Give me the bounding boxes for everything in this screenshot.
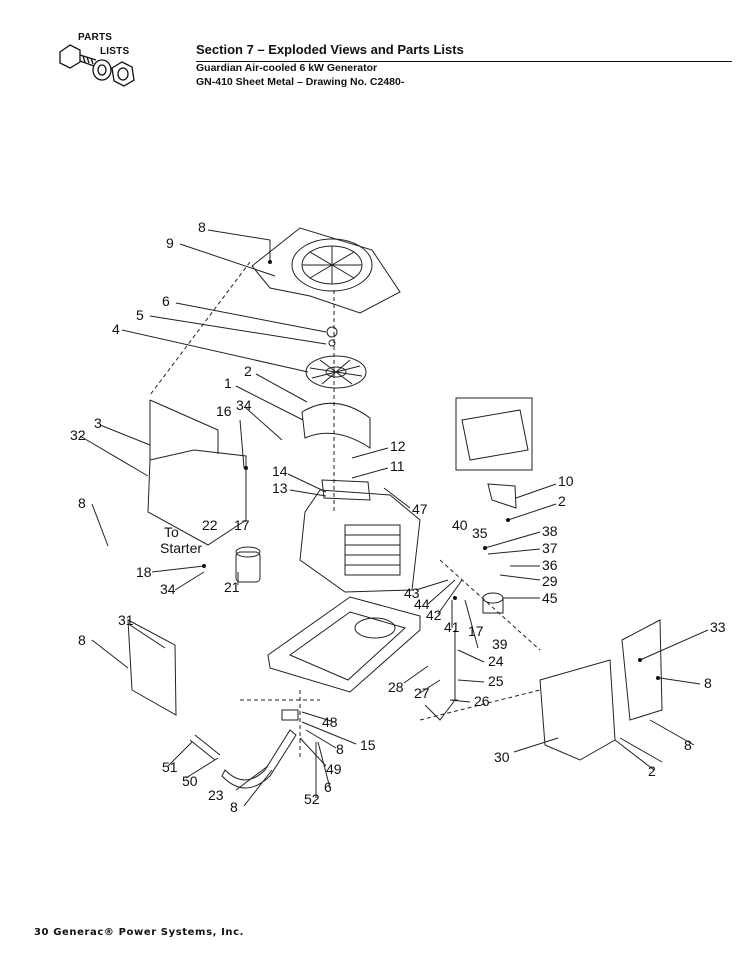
- to-starter-label: To: [164, 524, 179, 540]
- callout-35: 35: [472, 525, 488, 541]
- base-frame-shape: [267, 596, 421, 693]
- callout-2: 2: [648, 763, 656, 779]
- callout-21: 21: [224, 579, 240, 595]
- callout-1: 1: [224, 375, 232, 391]
- muffler-shape: [189, 734, 221, 761]
- fuel-filter-shape: [235, 551, 261, 583]
- callout-48: 48: [322, 714, 338, 730]
- callout-14: 14: [272, 463, 288, 479]
- callout-45: 45: [542, 590, 558, 606]
- callout-44: 44: [414, 596, 430, 612]
- callout-18: 18: [136, 564, 152, 580]
- callout-36: 36: [542, 557, 558, 573]
- callout-31: 31: [118, 612, 134, 628]
- callout-22: 22: [202, 517, 218, 533]
- engine-shape: [299, 489, 421, 593]
- callout-39: 39: [492, 636, 508, 652]
- bolt-nut-washer-icon: [59, 44, 135, 87]
- page-footer: 30 Generac® Power Systems, Inc.: [34, 927, 245, 938]
- fan-guard-shape: [291, 238, 373, 292]
- callout-24: 24: [488, 653, 504, 669]
- starter-label: Starter: [160, 540, 202, 556]
- callout-4: 4: [112, 321, 120, 337]
- callout-43: 43: [404, 585, 420, 601]
- logo-lists-text: LISTS: [100, 46, 130, 57]
- callout-15: 15: [360, 737, 376, 753]
- callout-34: 34: [236, 397, 252, 413]
- callout-32: 32: [70, 427, 86, 443]
- callout-8: 8: [230, 799, 238, 815]
- callout-41: 41: [444, 619, 460, 635]
- callout-33: 33: [710, 619, 726, 635]
- callout-37: 37: [542, 540, 558, 556]
- callout-50: 50: [182, 773, 198, 789]
- section-title: Section 7 – Exploded Views and Parts Lis…: [196, 42, 464, 57]
- callout-49: 49: [326, 761, 342, 777]
- callout-27: 27: [414, 685, 430, 701]
- callout-8: 8: [684, 737, 692, 753]
- exhaust-pipe-shape: [221, 729, 297, 789]
- callout-47: 47: [412, 501, 428, 517]
- callout-42: 42: [426, 607, 442, 623]
- subtitle-model: Guardian Air-cooled 6 kW Generator: [196, 62, 378, 74]
- callout-28: 28: [388, 679, 404, 695]
- callout-34: 34: [160, 581, 176, 597]
- callout-23: 23: [208, 787, 224, 803]
- callout-30: 30: [494, 749, 510, 765]
- right-side-panel-shape: [539, 659, 616, 761]
- callout-16: 16: [216, 403, 232, 419]
- header-rule: [196, 61, 732, 62]
- callout-5: 5: [136, 307, 144, 323]
- callout-38: 38: [542, 523, 558, 539]
- callout-26: 26: [474, 693, 490, 709]
- callout-17: 17: [234, 517, 250, 533]
- callout-25: 25: [488, 673, 504, 689]
- callout-29: 29: [542, 573, 558, 589]
- callout-8: 8: [198, 219, 206, 235]
- inset-view-box: [455, 397, 533, 471]
- callout-6: 6: [162, 293, 170, 309]
- subtitle-drawing: GN-410 Sheet Metal – Drawing No. C2480-: [196, 76, 405, 88]
- logo-parts-text: PARTS: [78, 32, 113, 43]
- rear-panel-shape: [127, 619, 177, 716]
- callout-11: 11: [390, 458, 405, 474]
- callout-9: 9: [166, 235, 174, 251]
- left-side-panel-shape: [147, 400, 247, 546]
- callout-17: 17: [468, 623, 484, 639]
- top-cover-shape: [251, 227, 401, 314]
- callout-10: 10: [558, 473, 574, 489]
- callout-8: 8: [78, 495, 86, 511]
- callout-13: 13: [272, 480, 288, 496]
- callout-3: 3: [94, 415, 102, 431]
- parts-lists-logo: PARTS LISTS: [50, 30, 150, 100]
- callout-8: 8: [336, 741, 344, 757]
- shroud-shape: [301, 402, 371, 449]
- oil-filter-shape: [482, 592, 504, 604]
- callout-2: 2: [558, 493, 566, 509]
- page-header: Section 7 – Exploded Views and Parts Lis…: [196, 42, 732, 88]
- callout-52: 52: [304, 791, 320, 807]
- callout-12: 12: [390, 438, 406, 454]
- callout-6: 6: [324, 779, 332, 795]
- callout-8: 8: [78, 632, 86, 648]
- callout-51: 51: [162, 759, 178, 775]
- callout-2: 2: [244, 363, 252, 379]
- callout-8: 8: [704, 675, 712, 691]
- callout-40: 40: [452, 517, 468, 533]
